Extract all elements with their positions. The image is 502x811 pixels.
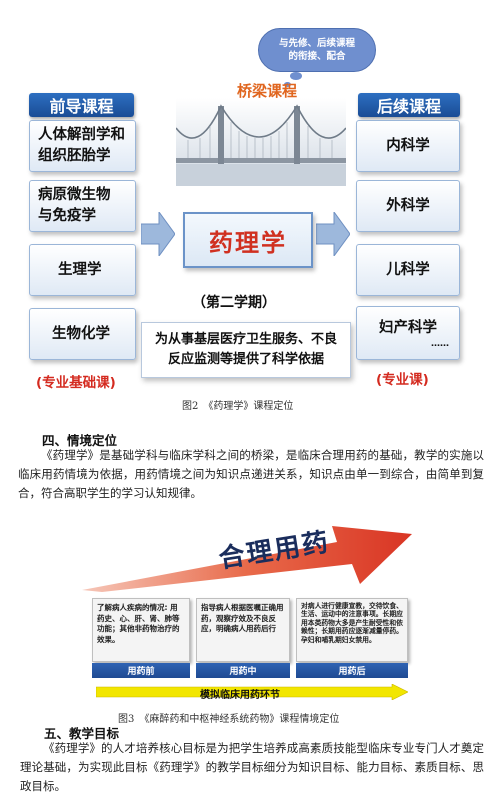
bridge-illustration — [176, 98, 346, 186]
stage-before-box: 了解病人疾病的情况: 用药史、心、肝、肾、肺等功能；其他非药物治疗的效果。 — [92, 598, 190, 662]
prereq-course-label: 生理学 — [58, 261, 102, 278]
stage-during-label: 用药中 — [196, 663, 290, 678]
prereq-course-microbiology: 病原微生物 与免疫学 — [29, 180, 136, 232]
follow-course-obstetrics: 妇产科学 …… — [356, 306, 460, 360]
section4-paragraph: 《药理学》是基础学科与临床学科之间的桥梁，是临床合理用药的基础，教学的实施以临床… — [18, 448, 484, 500]
center-course-pharmacology: 药理学 — [183, 212, 313, 268]
stage-after-text: 对病人进行健康宣教，交待饮食、生活、运动中的注意事项。长期应用本类药物大多是产生… — [301, 602, 403, 644]
arrow-label: 模拟临床用药环节 — [200, 690, 280, 701]
follow-ellipsis: …… — [431, 338, 449, 349]
arrow-right-icon — [316, 212, 350, 256]
stage-during-text: 指导病人根据医嘱正确用药，观察疗效及不良反应，明确病人用药后行 — [201, 603, 284, 633]
cloud-tail-icon — [290, 72, 302, 80]
follow-course-surgery: 外科学 — [356, 180, 460, 232]
follow-course-label: 妇产科学 — [379, 319, 437, 336]
semester-label: （第二学期） — [192, 295, 276, 311]
prereq-course-label: 病原微生物 与免疫学 — [38, 187, 111, 224]
bridge-course-label: 桥梁课程 — [237, 82, 298, 100]
prereq-course-label: 人体解剖学和 组织胚胎学 — [38, 127, 125, 164]
follow-tag: (专业课) — [376, 372, 429, 388]
section4-heading: 四、情境定位 — [42, 433, 118, 448]
follow-header: 后续课程 — [358, 93, 460, 117]
follow-course-internal-medicine: 内科学 — [356, 120, 460, 172]
section5-paragraph: 《药理学》的人才培养核心目标是为把学生培养成高素质技能型临床专业专门人才奠定理论… — [20, 741, 484, 793]
figure2-caption: 图2 《药理学》课程定位 — [182, 401, 294, 412]
cloud-note: 与先修、后续课程 的衔接、配合 — [258, 28, 376, 72]
section5-heading: 五、教学目标 — [44, 726, 120, 741]
prereq-tag: (专业基础课) — [36, 375, 116, 391]
stage-after-box: 对病人进行健康宣教，交待饮食、生活、运动中的注意事项。长期应用本类药物大多是产生… — [296, 598, 408, 662]
prereq-header: 前导课程 — [29, 93, 134, 117]
yellow-arrow-icon — [96, 684, 408, 700]
prereq-course-label: 生物化学 — [52, 325, 110, 342]
prereq-course-biochemistry: 生物化学 — [29, 308, 136, 360]
stage-during-box: 指导病人根据医嘱正确用药，观察疗效及不良反应，明确病人用药后行 — [196, 598, 290, 662]
follow-course-label: 内科学 — [386, 137, 430, 154]
cloud-tail-icon-small — [284, 82, 291, 87]
stage-after-label: 用药后 — [296, 663, 408, 678]
arrow-right-icon — [141, 212, 175, 256]
rising-banner-arrow — [82, 526, 412, 592]
follow-course-pediatrics: 儿科学 — [356, 244, 460, 296]
stage-before-text: 了解病人疾病的情况: 用药史、心、肝、肾、肺等功能；其他非药物治疗的效果。 — [97, 603, 180, 644]
prereq-course-physiology: 生理学 — [29, 244, 136, 296]
follow-course-label: 儿科学 — [386, 261, 430, 278]
stage-before-label: 用药前 — [92, 663, 190, 678]
prereq-course-anatomy: 人体解剖学和 组织胚胎学 — [29, 120, 136, 172]
follow-course-label: 外科学 — [386, 197, 430, 214]
course-description-box: 为从事基层医疗卫生服务、不良 反应监测等提供了科学依据 — [141, 322, 351, 378]
figure3-caption: 图3 《麻醉药和中枢神经系统药物》课程情境定位 — [118, 714, 340, 725]
